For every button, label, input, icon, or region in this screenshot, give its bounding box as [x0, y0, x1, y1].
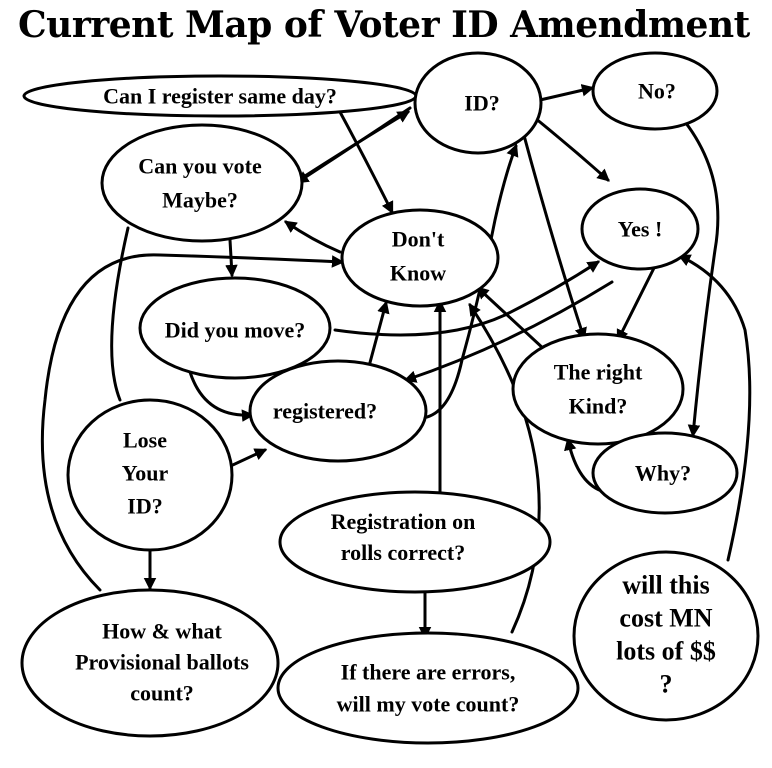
node-label-line: Know	[390, 261, 446, 286]
edge-did-you-move-to-registered	[188, 370, 255, 422]
node-registered-label: registered?	[273, 399, 377, 424]
node-label-line: The right	[554, 360, 643, 385]
edges	[40, 84, 752, 640]
edge-errors-to-dont-know	[468, 302, 541, 634]
node-label-line: Yes !	[618, 217, 663, 242]
edge-registered-to-dont-know	[366, 300, 390, 372]
edge-dont-know-to-can-you-vote	[283, 220, 342, 254]
node-errors-vote-label: If there are errors, will my vote count?	[337, 660, 520, 717]
edge-yes-to-registered	[403, 280, 614, 383]
node-did-you-move: Did you move?	[138, 276, 332, 380]
node-label-line: Registration on	[331, 509, 476, 534]
node-why-label: Why?	[635, 461, 691, 486]
node-label-line: Lose	[123, 428, 167, 453]
node-label-line: ID?	[464, 91, 499, 116]
node-errors-vote: If there are errors, will my vote count?	[276, 631, 580, 745]
edge-id-to-yes	[533, 116, 610, 182]
node-label-line: Don't	[392, 227, 445, 252]
node-yes: Yes !	[580, 187, 700, 271]
node-did-you-move-label: Did you move?	[165, 318, 306, 343]
node-label-line: Your	[122, 461, 169, 486]
edge-id-to-no	[538, 84, 595, 102]
node-label-line: Did you move?	[165, 318, 306, 343]
node-yes-label: Yes !	[618, 217, 663, 242]
node-label-line: cost MN	[619, 604, 712, 633]
node-label-line: If there are errors,	[341, 660, 516, 685]
node-registration-rolls-label: Registration on rolls correct?	[331, 509, 476, 565]
node-label-line: Can you vote	[138, 154, 262, 179]
edge-id-to-right-kind	[520, 126, 587, 341]
node-no: No?	[591, 51, 719, 131]
node-registration-rolls: Registration on rolls correct?	[278, 490, 552, 594]
node-cost-mn: will this cost MN lots of $$?	[572, 550, 760, 722]
node-label-line: rolls correct?	[341, 540, 465, 565]
node-label-line: lots of $$	[616, 637, 716, 666]
node-registered: registered?	[248, 359, 428, 463]
nodes: Can I register same day? ID? No? Can you…	[20, 51, 760, 745]
node-label-line: How & what	[102, 619, 222, 644]
node-label-line: will my vote count?	[337, 692, 520, 717]
edge-did-you-move-to-yes	[333, 260, 601, 337]
node-no-label: No?	[638, 79, 676, 104]
edge-cost-to-yes	[677, 254, 752, 562]
edge-register-same-day-to-dont-know	[338, 110, 394, 215]
node-register-same-day: Can I register same day?	[22, 74, 418, 118]
node-label-line: will this	[622, 571, 709, 600]
diagram-title: Current Map of Voter ID Amendment	[18, 4, 750, 46]
node-label-line: count?	[130, 681, 194, 706]
node-id: ID?	[413, 51, 543, 155]
node-id-label: ID?	[464, 91, 499, 116]
node-label-line: Why?	[635, 461, 691, 486]
node-label-line: Kind?	[569, 394, 628, 419]
edge-can-you-vote-to-lose-id	[110, 226, 130, 402]
node-cost-mn-label: will this cost MN lots of $$?	[616, 571, 716, 699]
node-label-line: No?	[638, 79, 676, 104]
edge-no-to-why	[680, 116, 720, 438]
edge-provisional-to-dont-know	[40, 253, 345, 592]
edge-yes-to-right-kind	[616, 266, 656, 343]
node-register-same-day-label: Can I register same day?	[103, 84, 337, 109]
node-label-line: Maybe?	[162, 188, 238, 213]
node-label-line: Can I register same day?	[103, 84, 337, 109]
node-label-line: Provisional ballots	[75, 650, 249, 675]
node-why: Why?	[591, 431, 739, 515]
node-label-line: ?	[660, 670, 673, 699]
edge-right-kind-to-dont-know	[476, 286, 547, 352]
node-label-line: ID?	[127, 494, 162, 519]
node-label-line: registered?	[273, 399, 377, 424]
